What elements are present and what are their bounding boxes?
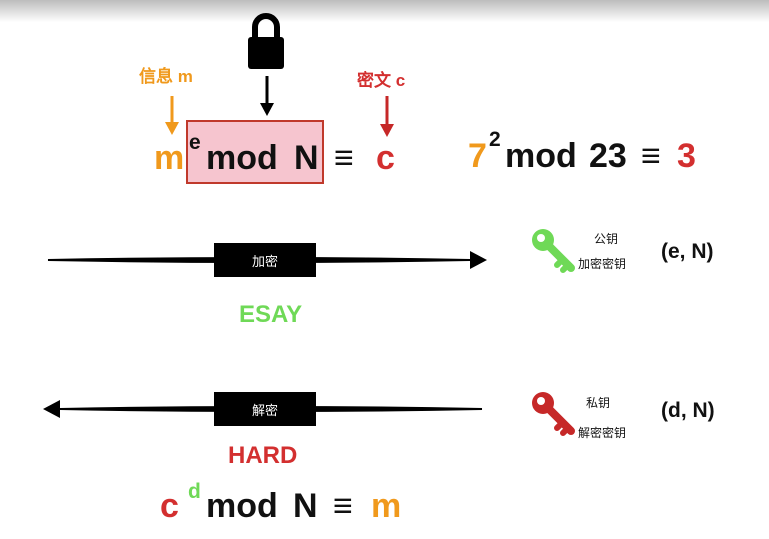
- key-icon-red: [532, 392, 575, 436]
- decrypt-arrow-head: [43, 400, 60, 418]
- message-label: 信息 m: [139, 67, 193, 86]
- decrypt-formula-mod: mod: [206, 487, 278, 525]
- encrypt-difficulty: ESAY: [239, 301, 303, 328]
- formula-base: m: [154, 139, 185, 177]
- decrypt-formula-modulus: N: [293, 487, 318, 525]
- decrypt-box: 解密: [214, 392, 316, 426]
- ciphertext-label: 密文 c: [357, 71, 406, 90]
- decrypt-formula-base: c: [160, 487, 179, 525]
- encrypt-arrow-head: [470, 251, 487, 269]
- key-highlight-box: [186, 120, 324, 184]
- example-exponent: 2: [489, 128, 501, 151]
- decrypt-formula-equiv: ≡: [333, 487, 353, 525]
- formula-mod: mod: [206, 139, 278, 177]
- key-icon-green: [532, 229, 575, 273]
- example-result: 3: [677, 137, 696, 175]
- formula-modulus: N: [294, 139, 319, 177]
- example-base: 7: [468, 137, 487, 175]
- formula-result: c: [376, 139, 395, 177]
- decrypt-formula-exponent: d: [188, 480, 201, 503]
- public-key-label: 公钥: [594, 232, 619, 246]
- message-arrow-head: [165, 122, 179, 135]
- top-shadow: [0, 0, 769, 22]
- encrypt-box-label: 加密: [251, 253, 278, 269]
- lock-arrow-head: [260, 103, 274, 116]
- private-key-label: 私钥: [586, 396, 611, 410]
- decrypt-box-label: 解密: [251, 402, 278, 418]
- formula-equiv: ≡: [334, 139, 354, 177]
- decrypt-formula-result: m: [371, 487, 402, 525]
- private-key-pair: (d, N): [661, 399, 715, 422]
- example-mod: mod: [505, 137, 577, 175]
- encrypt-box: 加密: [214, 243, 316, 277]
- lock-icon: [248, 13, 284, 69]
- private-key-desc: 解密密钥: [578, 426, 627, 440]
- public-key-pair: (e, N): [661, 240, 714, 263]
- example-equiv: ≡: [641, 137, 661, 175]
- cipher-arrow-head: [380, 124, 394, 137]
- formula-exponent: e: [189, 131, 201, 154]
- example-modulus: 23: [589, 137, 627, 175]
- decrypt-difficulty: HARD: [228, 442, 298, 469]
- public-key-desc: 加密密钥: [578, 257, 627, 271]
